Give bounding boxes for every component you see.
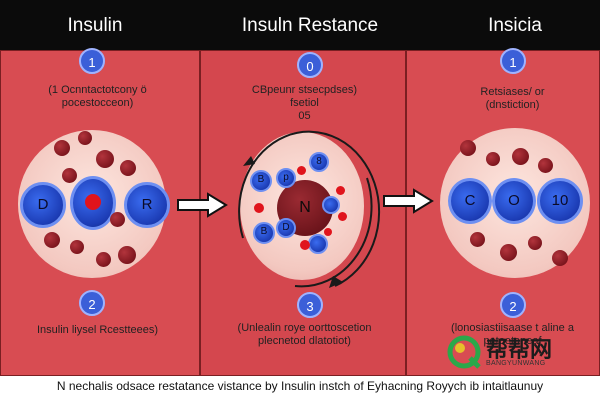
- molecule-disc: [322, 196, 340, 214]
- step-badge-1b: 1: [500, 48, 526, 74]
- signal-red-dot: [324, 228, 332, 236]
- molecule-disc: 8: [309, 152, 329, 172]
- header-insicia: Insicia: [488, 15, 542, 36]
- header-bar: [0, 0, 600, 50]
- step-badge-0: 0: [297, 52, 323, 78]
- insulin-particle: [538, 158, 553, 173]
- molecule-disc: B: [253, 222, 275, 244]
- result-disc: C: [448, 178, 492, 224]
- insulin-particle: [44, 232, 60, 248]
- panel2-top-label: CBpeunr stsecpdses) fsetiol 05: [251, 84, 358, 122]
- insulin-particle: [110, 212, 125, 227]
- molecule-disc: D: [276, 218, 296, 238]
- insulin-particle: [486, 152, 500, 166]
- watermark: 帮帮网 BANGYUNWANG: [446, 330, 596, 376]
- step-badge-2b: 2: [500, 292, 526, 318]
- insulin-particle: [552, 250, 568, 266]
- insulin-particle: [512, 148, 529, 165]
- molecule-disc: [308, 234, 328, 254]
- step-badge-2: 2: [79, 290, 105, 316]
- panel1-bottom-label: Insulin liysel Rcestteees): [36, 324, 159, 336]
- insulin-particle: [78, 131, 92, 145]
- molecule-disc: p: [276, 168, 296, 188]
- receptor-disc-left: D: [20, 182, 66, 228]
- insulin-particle: [96, 150, 114, 168]
- caption-bar: [0, 376, 600, 400]
- header-insulin: Insulin: [67, 15, 123, 36]
- panel3-top-label: Retsiases/ or (dnstiction): [480, 86, 545, 111]
- insulin-particle: [62, 168, 77, 183]
- watermark-subtext: BANGYUNWANG: [486, 360, 546, 367]
- watermark-text: 帮帮网: [486, 337, 553, 362]
- insulin-particle: [54, 140, 70, 156]
- insulin-particle: [528, 236, 542, 250]
- arrow-right-icon: [177, 192, 228, 218]
- signal-red-dot: [338, 212, 347, 221]
- panel1-top-label: (1 Ocnntactotcony ö pocestocceon): [48, 84, 147, 109]
- insulin-particle: [96, 252, 111, 267]
- result-disc: 10: [537, 178, 583, 224]
- insulin-particle: [470, 232, 485, 247]
- step-badge-1: 1: [79, 48, 105, 74]
- insulin-particle: [460, 140, 476, 156]
- panel2-bottom-label: (Unlealin roye oorttoscetion plecnetod d…: [237, 322, 372, 347]
- signal-red-dot: [297, 166, 306, 175]
- insulin-particle: [118, 246, 136, 264]
- panel3-bottom-label: (lonosiastiisaase t aline a petoetaneaf: [451, 322, 574, 347]
- cycle-arrow-icon: [238, 130, 381, 288]
- result-disc: O: [492, 178, 536, 224]
- core-red-dot: [85, 194, 101, 210]
- arrow-right-icon: [383, 188, 434, 214]
- watermark-logo-icon: [447, 335, 481, 369]
- signal-red-dot: [336, 186, 345, 195]
- insulin-particle: [120, 160, 136, 176]
- insulin-particle: [70, 240, 84, 254]
- receptor-disc-right: R: [124, 182, 170, 228]
- signal-red-dot: [254, 203, 264, 213]
- signal-red-dot: [300, 240, 310, 250]
- molecule-disc: B: [250, 170, 272, 192]
- header-insulin-resistance: Insuln Restance: [241, 15, 379, 36]
- step-badge-3: 3: [297, 292, 323, 318]
- insulin-particle: [500, 244, 517, 261]
- diagram-caption: N nechalis odsace restatance vistance by…: [56, 379, 544, 393]
